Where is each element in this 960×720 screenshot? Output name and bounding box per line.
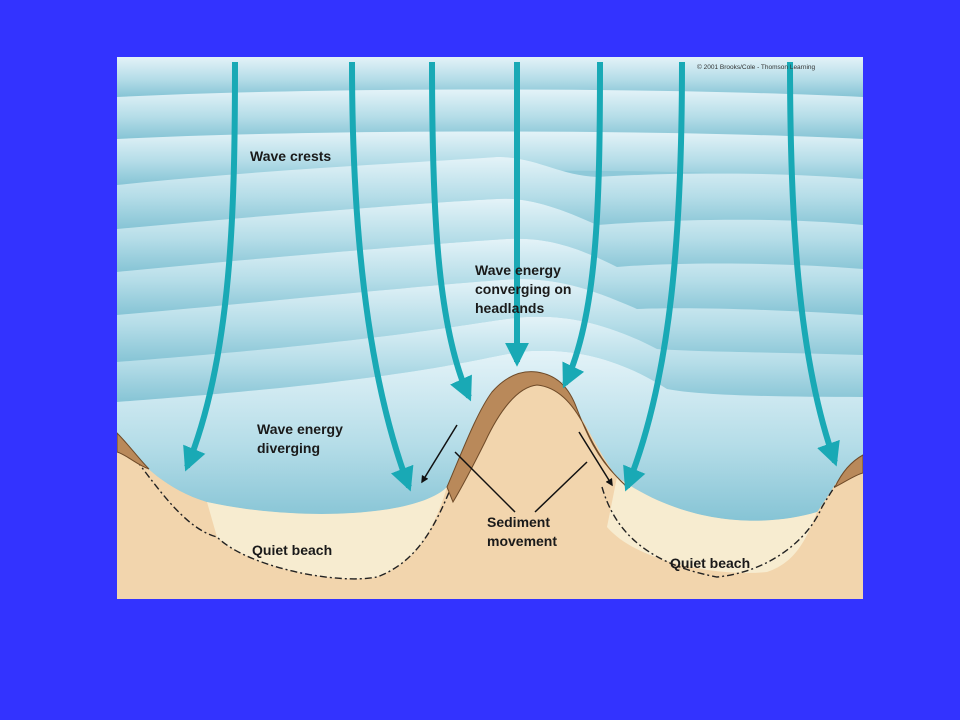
sediment-label: Sediment movement (487, 514, 557, 549)
sediment-leader-right (534, 461, 588, 513)
arrow-3 (429, 61, 472, 402)
quiet-beach-left-label: Quiet beach (252, 542, 332, 558)
diverging-label: Wave energy diverging (257, 421, 347, 456)
arrow-6 (623, 61, 685, 492)
wave-crests-label: Wave crests (250, 148, 331, 164)
arrow-1 (183, 61, 238, 472)
sediment-arrows (421, 424, 613, 513)
wave-refraction-diagram: © 2001 Brooks/Cole - Thomson Learning Wa… (117, 57, 863, 599)
arrow-7 (787, 61, 840, 467)
quiet-beach-right-label: Quiet beach (670, 555, 750, 571)
wave-energy-arrows (183, 61, 840, 492)
cliff-left (117, 432, 150, 470)
credit-text: © 2001 Brooks/Cole - Thomson Learning (697, 63, 816, 71)
sediment-arrow-right (578, 431, 613, 487)
cliff-right (833, 454, 863, 489)
sediment-arrow-left (421, 424, 458, 484)
sediment-leader-left (454, 451, 516, 513)
quiet-beach-left (207, 487, 447, 579)
arrow-5 (562, 61, 603, 389)
arrow-2 (349, 61, 414, 492)
converging-label: Wave energy converging on headlands (475, 262, 575, 316)
quiet-beach-right (607, 477, 817, 573)
beach-boundary-left (117, 436, 453, 580)
